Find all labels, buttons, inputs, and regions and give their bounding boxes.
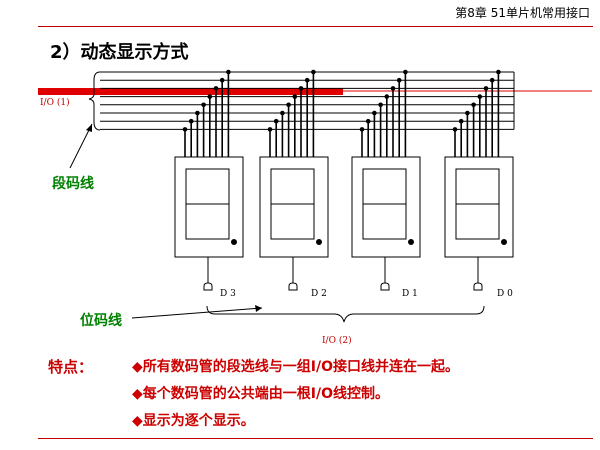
digit-label-d0: D 0 — [497, 289, 513, 299]
feature-item-1: ◆所有数码管的段选线与一组I/O接口线并连在一起。 — [132, 359, 459, 375]
chapter-header: 第8章 51单片机常用接口 — [455, 6, 590, 20]
junction-dot — [471, 102, 476, 108]
feature-item-3: ◆显示为逐个显示。 — [132, 413, 255, 429]
io1-label: I/O (1) — [40, 98, 70, 108]
junction-dot — [311, 69, 316, 75]
junction-dot — [384, 94, 390, 99]
junction-dot — [213, 86, 219, 91]
junction-dot — [195, 110, 200, 116]
decimal-point — [408, 239, 414, 245]
bit-line-arrow — [131, 307, 263, 319]
segment-line-label: 段码线 — [52, 176, 94, 192]
bit-line-arrowhead — [255, 305, 262, 312]
junction-dot — [267, 127, 273, 132]
io1-brace — [88, 71, 101, 131]
junction-dot — [207, 94, 213, 99]
junction-dot — [201, 102, 206, 108]
junction-dot — [489, 77, 495, 83]
common-terminal — [203, 282, 213, 291]
segment-line-arrowhead — [86, 124, 92, 132]
decimal-point — [231, 239, 237, 245]
junction-dot — [273, 118, 279, 124]
junction-dot — [286, 102, 291, 108]
junction-dot — [298, 86, 304, 91]
top-divider — [38, 26, 593, 27]
junction-dot — [280, 110, 285, 116]
junction-dot — [477, 94, 483, 99]
page-title: 2）动态显示方式 — [50, 42, 189, 63]
junction-dot — [496, 69, 501, 75]
io2-label: I/O (2) — [322, 336, 352, 346]
junction-dot — [403, 69, 408, 75]
junction-dot — [390, 86, 396, 91]
junction-dot — [365, 118, 371, 124]
junction-dot — [359, 127, 365, 132]
common-terminal — [380, 282, 390, 291]
features-heading: 特点： — [48, 358, 94, 376]
io2-brace — [206, 305, 485, 323]
junction-dot — [226, 69, 231, 75]
segment-line-arrow — [69, 123, 93, 169]
junction-dot — [452, 127, 458, 132]
feature-item-2: ◆每个数码管的公共端由一根I/O线控制。 — [132, 386, 389, 402]
junction-dot — [304, 77, 310, 83]
junction-dot — [292, 94, 298, 99]
highlight-bar — [38, 88, 343, 95]
decimal-point — [501, 239, 507, 245]
decimal-point — [316, 239, 322, 245]
junction-dot — [372, 110, 377, 116]
junction-dot — [378, 102, 383, 108]
junction-dot — [458, 118, 464, 124]
digit-modules — [174, 69, 514, 291]
common-terminal — [473, 282, 483, 291]
junction-dot — [483, 86, 489, 91]
junction-dot — [465, 110, 470, 116]
junction-dot — [182, 127, 188, 132]
junction-dot — [396, 77, 402, 83]
bottom-divider — [38, 438, 593, 439]
digit-label-d1: D 1 — [402, 289, 418, 299]
bit-line-label: 位码线 — [80, 313, 122, 329]
common-terminal — [288, 282, 298, 291]
digit-label-d2: D 2 — [311, 289, 327, 299]
junction-dot — [219, 77, 225, 83]
junction-dot — [188, 118, 194, 124]
digit-label-d3: D 3 — [220, 289, 236, 299]
